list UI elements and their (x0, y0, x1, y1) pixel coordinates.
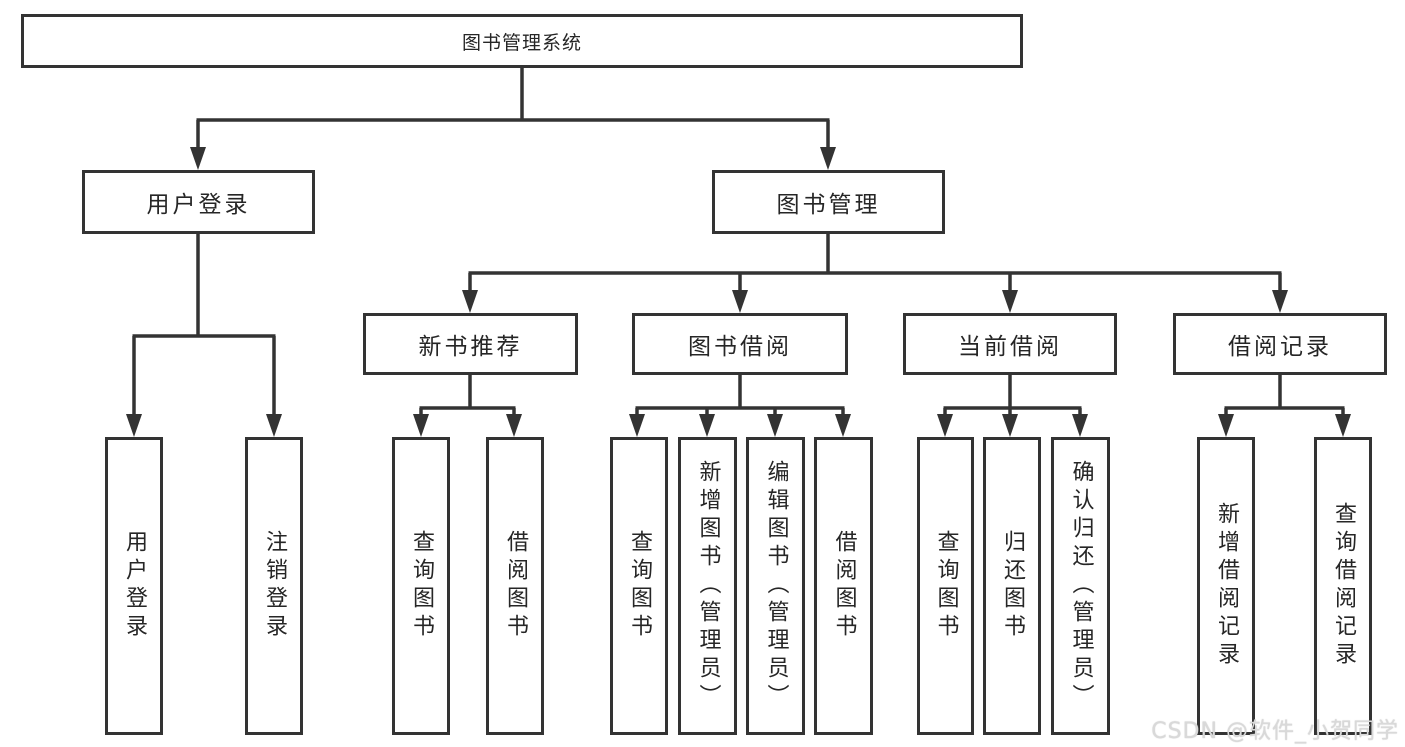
leaf-confirm-return-admin: 确认归还（管理员） (1051, 437, 1110, 735)
leaf-borrow-books-recommend-label: 借阅图书 (503, 530, 528, 642)
leaf-query-books-recommend: 查询图书 (392, 437, 450, 735)
leaf-user-login: 用户登录 (105, 437, 163, 735)
leaf-query-books-borrowing-label: 查询图书 (627, 530, 652, 642)
node-root-label: 图书管理系统 (461, 31, 582, 54)
leaf-add-book-admin-label: 新增图书（管理员） (695, 460, 721, 712)
node-borrowing-records: 借阅记录 (1173, 313, 1387, 375)
node-new-book-recommend-label: 新书推荐 (418, 334, 523, 360)
leaf-add-borrow-record-label: 新增借阅记录 (1214, 502, 1239, 670)
leaf-query-books-recommend-label: 查询图书 (409, 530, 434, 642)
node-new-book-recommend: 新书推荐 (363, 313, 578, 375)
leaf-return-books-label: 归还图书 (1000, 530, 1025, 642)
node-book-borrowing-label: 图书借阅 (688, 334, 792, 360)
leaf-edit-book-admin: 编辑图书（管理员） (746, 437, 805, 735)
leaf-borrow-books-borrowing: 借阅图书 (814, 437, 873, 735)
leaf-add-borrow-record: 新增借阅记录 (1197, 437, 1255, 735)
leaf-logout-label: 注销登录 (262, 530, 287, 642)
leaf-query-borrow-record: 查询借阅记录 (1314, 437, 1372, 735)
node-borrowing-records-label: 借阅记录 (1228, 334, 1332, 360)
node-current-borrowing-label: 当前借阅 (958, 334, 1062, 360)
leaf-query-borrow-record-label: 查询借阅记录 (1331, 502, 1356, 670)
leaf-return-books: 归还图书 (983, 437, 1041, 735)
leaf-edit-book-admin-label: 编辑图书（管理员） (763, 460, 789, 712)
leaf-user-login-label: 用户登录 (122, 530, 147, 642)
leaf-add-book-admin: 新增图书（管理员） (678, 437, 737, 735)
leaf-logout: 注销登录 (245, 437, 303, 735)
node-root: 图书管理系统 (21, 14, 1023, 68)
node-current-borrowing: 当前借阅 (903, 313, 1117, 375)
node-book-management: 图书管理 (712, 170, 945, 234)
leaf-query-books-current: 查询图书 (917, 437, 974, 735)
leaf-borrow-books-borrowing-label: 借阅图书 (831, 530, 857, 642)
leaf-query-books-borrowing: 查询图书 (610, 437, 668, 735)
leaf-query-books-current-label: 查询图书 (933, 530, 959, 642)
arrowheads (126, 147, 1351, 437)
watermark: CSDN @软件_小贺同学 (1151, 719, 1399, 744)
node-book-borrowing: 图书借阅 (632, 313, 848, 375)
leaf-borrow-books-recommend: 借阅图书 (486, 437, 544, 735)
node-user-login-label: 用户登录 (146, 192, 251, 218)
node-user-login: 用户登录 (82, 170, 315, 234)
leaf-confirm-return-admin-label: 确认归还（管理员） (1068, 460, 1094, 712)
node-book-management-label: 图书管理 (776, 192, 881, 218)
